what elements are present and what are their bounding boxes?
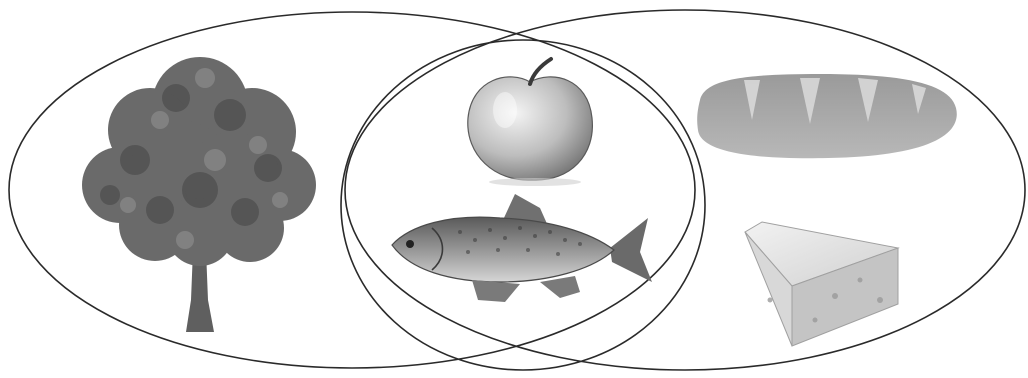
bread-icon bbox=[697, 74, 957, 158]
right-set-ellipse bbox=[345, 10, 1025, 370]
tree-icon bbox=[82, 57, 316, 332]
apple-icon bbox=[468, 59, 593, 186]
cheese-icon bbox=[745, 222, 898, 346]
fish-icon bbox=[392, 194, 652, 302]
